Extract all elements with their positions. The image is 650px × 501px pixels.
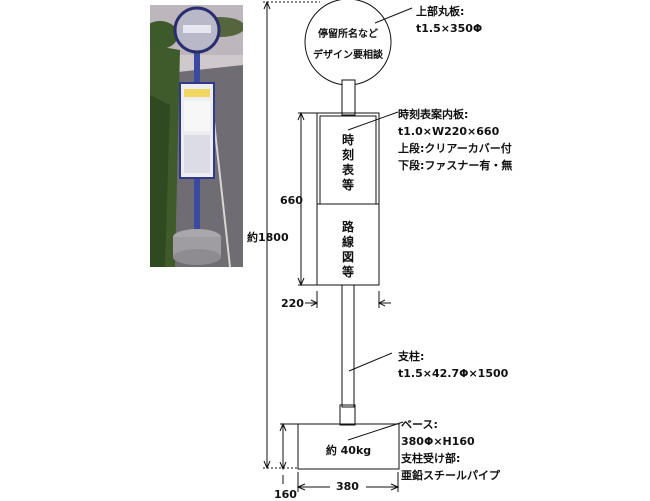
callout-timetable: 時刻表案内板: t1.0×W220×660 上段:クリアーカバー付 下段:ファス… [398, 106, 512, 174]
callout-base-title: ベース: [401, 418, 438, 431]
callout-top-sign-spec: t1.5×350Φ [416, 22, 483, 35]
upper-char: 表 [341, 163, 354, 177]
dim-total-height: 約1800 [247, 231, 289, 244]
callout-pole-title: 支柱: [398, 350, 425, 363]
upper-char: 刻 [341, 148, 354, 162]
timetable-lower-text: 路 線 図 等 [340, 220, 356, 280]
upper-char: 等 [341, 178, 354, 192]
base [297, 423, 400, 470]
dim-panel-height: 660 [280, 194, 303, 207]
callout-top-sign: 上部丸板: t1.5×350Φ [416, 3, 482, 37]
bus-stop-photo [150, 5, 243, 267]
callout-timetable-line: 下段:ファスナー有・無 [398, 159, 513, 172]
lower-char: 路 [341, 220, 354, 234]
callout-timetable-line: 上段:クリアーカバー付 [398, 142, 512, 155]
dim-base-height: 160 [274, 488, 297, 501]
sign-text-line1: 停留所名など [318, 29, 378, 40]
callout-top-sign-title: 上部丸板: [416, 5, 465, 18]
timetable-upper-text: 時 刻 表 等 [340, 133, 356, 193]
callout-timetable-line: t1.0×W220×660 [398, 125, 500, 138]
dim-panel-width: 220 [281, 297, 304, 310]
callout-timetable-title: 時刻表案内板: [398, 108, 469, 121]
pole [341, 284, 355, 408]
callout-base-line: 支柱受け部: [401, 452, 461, 465]
dim-base-width: 380 [336, 480, 359, 493]
callout-pole: 支柱: t1.5×42.7Φ×1500 [398, 348, 508, 382]
lower-char: 等 [341, 265, 354, 279]
callout-base: ベース: 380Φ×H160 支柱受け部: 亜鉛スチールパイプ [401, 416, 500, 484]
base-weight: 約 40kg [325, 444, 372, 457]
upper-char: 時 [341, 133, 354, 147]
callout-base-line: 380Φ×H160 [401, 435, 475, 448]
sign-text-line2: デザイン要相談 [313, 50, 383, 61]
callout-base-line: 亜鉛スチールパイプ [401, 469, 500, 482]
lower-char: 図 [341, 250, 354, 264]
top-round-sign [304, 0, 392, 86]
callout-pole-spec: t1.5×42.7Φ×1500 [398, 367, 509, 380]
lower-char: 線 [341, 235, 354, 249]
